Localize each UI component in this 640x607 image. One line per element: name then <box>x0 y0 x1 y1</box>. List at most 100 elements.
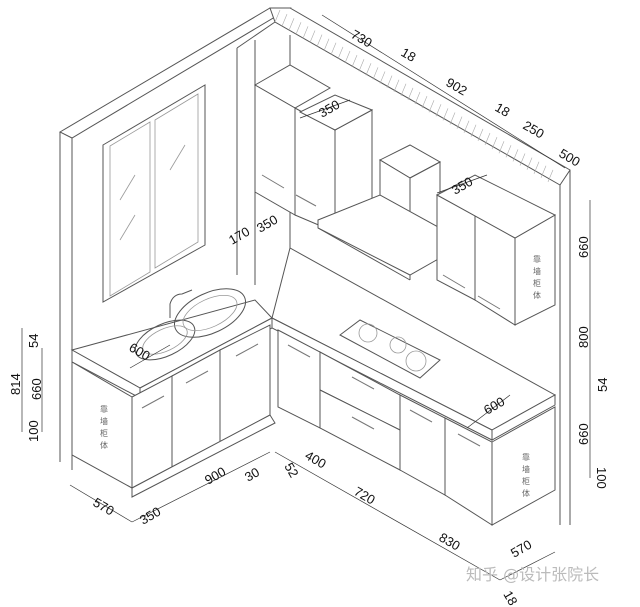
burner-icon <box>405 350 427 372</box>
label-char: 柜 <box>533 278 541 288</box>
watermark: 知乎 @设计张院长 <box>466 565 599 584</box>
dim-54: 54 <box>26 334 41 348</box>
upper-cabinet-door[interactable] <box>254 84 296 216</box>
walls <box>58 7 571 525</box>
hatch-line <box>477 128 484 142</box>
label-char: 体 <box>522 488 530 498</box>
dim-400: 400 <box>303 448 329 472</box>
label-char: 墙 <box>533 266 541 276</box>
cabinet-label-left: 靠 墙 柜 体 <box>100 404 108 450</box>
hatch-line <box>421 95 428 109</box>
hatch-line <box>533 161 540 174</box>
dim-570: 570 <box>508 537 534 561</box>
hatch-line <box>302 26 309 39</box>
dim-170: 170 <box>226 224 252 248</box>
dim-52: 52 <box>281 460 301 480</box>
hatch-line <box>316 34 323 47</box>
dim-830: 830 <box>437 530 463 554</box>
label-char: 靠 <box>100 404 108 414</box>
dim-250: 250 <box>521 118 547 142</box>
hatch-line <box>505 145 512 158</box>
cabinet-handles <box>287 344 481 447</box>
label-char: 靠 <box>533 254 541 264</box>
dim-18: 18 <box>399 45 419 65</box>
hatch-line <box>379 71 386 84</box>
back-wall-top <box>269 7 571 186</box>
pillar-edge <box>236 21 276 49</box>
hatch-line <box>365 63 372 76</box>
dim-660: 660 <box>576 236 591 258</box>
dim-814: 814 <box>8 373 23 395</box>
hatch-line <box>491 136 498 150</box>
dim-902: 902 <box>444 75 470 99</box>
cabinet-handles <box>261 174 501 310</box>
hatch-line <box>463 120 470 133</box>
upper-cabinets <box>253 64 557 326</box>
cabinet-handles <box>141 343 259 409</box>
dim-30: 30 <box>242 464 262 484</box>
burner-icon <box>389 336 407 354</box>
hatch-line <box>519 153 526 166</box>
label-char: 墙 <box>100 416 108 426</box>
dim-18: 18 <box>493 100 513 120</box>
hatch-line <box>526 157 533 170</box>
hatch-line <box>484 132 491 146</box>
dim-18: 18 <box>500 588 520 607</box>
wall-hatching <box>274 9 554 183</box>
hatch-line <box>337 46 344 60</box>
dim-350: 350 <box>137 504 163 528</box>
dim-800: 800 <box>576 326 591 348</box>
hatch-line <box>281 13 288 27</box>
dim-54: 54 <box>595 378 610 392</box>
hatch-line <box>435 104 442 117</box>
hatch-line <box>407 87 414 101</box>
hatch-line <box>288 18 295 31</box>
side-panel <box>491 406 556 526</box>
hatch-line <box>512 149 519 162</box>
hatch-line <box>358 59 365 72</box>
left-base-cabinets <box>70 288 276 498</box>
hatch-line <box>470 124 477 137</box>
hatch-line <box>449 112 456 125</box>
burner-icon <box>358 323 378 343</box>
hatch-line <box>344 50 351 64</box>
label-char: 墙 <box>522 464 530 474</box>
faucet-icon <box>169 289 193 318</box>
hatch-line <box>498 141 505 154</box>
hatch-line <box>351 54 358 68</box>
sink <box>134 288 246 361</box>
dim-100: 100 <box>26 420 41 442</box>
dim-720: 720 <box>352 484 378 508</box>
dim-100: 100 <box>594 467 609 489</box>
hatch-line <box>428 100 435 113</box>
cabinet-label-lower-right: 靠 墙 柜 体 <box>522 452 530 498</box>
dim-570: 570 <box>91 495 117 519</box>
hatch-line <box>295 22 302 35</box>
hatch-line <box>442 108 449 121</box>
hatch-line <box>540 165 547 178</box>
hatch-line <box>393 79 400 92</box>
dim-350: 350 <box>254 212 280 236</box>
label-char: 体 <box>100 440 108 450</box>
cooktop <box>339 319 441 379</box>
dim-660: 660 <box>29 378 44 400</box>
window <box>102 84 206 303</box>
hatch-line <box>372 67 379 80</box>
label-char: 体 <box>533 290 541 300</box>
hatch-line <box>400 83 407 96</box>
hatch-line <box>323 38 330 51</box>
hatch-line <box>386 75 393 88</box>
hatch-line <box>547 169 554 183</box>
label-char: 柜 <box>100 428 108 438</box>
cabinet-label-upper-right: 靠 墙 柜 体 <box>533 254 541 300</box>
dim-900: 900 <box>202 464 228 488</box>
hatch-line <box>456 116 463 129</box>
hatch-line <box>330 42 337 55</box>
hatch-line <box>309 30 316 43</box>
hatch-line <box>414 91 421 105</box>
dimension-lines <box>21 14 591 581</box>
label-char: 靠 <box>522 452 530 462</box>
back-base-cabinets <box>271 247 557 526</box>
